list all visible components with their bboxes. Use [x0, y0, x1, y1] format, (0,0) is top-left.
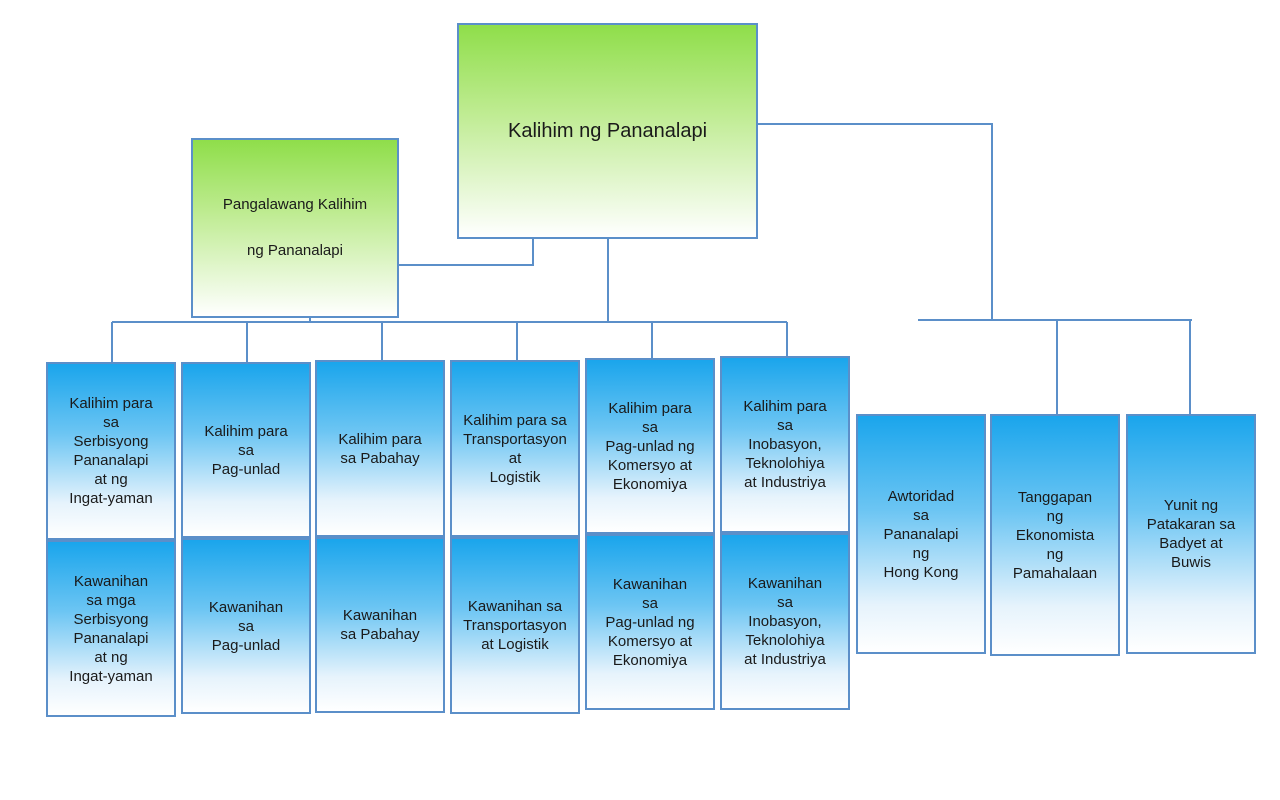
text-line: Pag-unlad ng: [605, 613, 695, 631]
text-line: sa: [238, 617, 254, 635]
text-line: at: [508, 449, 522, 467]
text-line: Ingat-yaman: [69, 490, 153, 507]
text-line: Ingat-yaman: [69, 667, 153, 685]
text-line: Inobasyon,: [748, 436, 822, 453]
text-line: Kawanihan sa: [467, 598, 563, 615]
deputy-title-line-2: ng Pananalapi: [247, 242, 343, 259]
text-line: Kalihim para: [743, 398, 827, 415]
text-line: sa: [642, 418, 658, 436]
text-line: at Industriya: [744, 651, 826, 668]
agency-budget-tax-unit-box: Yunit ng Patakaran sa Badyet at Buwis: [1126, 414, 1256, 654]
text-line: Hong Kong: [883, 563, 959, 581]
text-line: sa: [238, 441, 254, 459]
text-line: Transportasyon: [463, 430, 567, 448]
text-line: Logistik: [489, 468, 541, 486]
secretary-commerce-box: Kalihim para sa Pag-unlad ng Komersyo at…: [585, 358, 715, 534]
deputy-secretary-box: Pangalawang Kalihim ng Pananalapi: [191, 138, 399, 318]
text-line: ng: [1046, 545, 1064, 563]
text-line: Pananalapi: [73, 629, 149, 647]
text-line: Kawanihan: [73, 572, 149, 590]
bureau-development-box: Kawanihan sa Pag-unlad: [181, 538, 311, 714]
text-line: Komersyo at: [607, 632, 693, 650]
text-line: Komersyo at: [607, 456, 693, 474]
text-line: Yunit ng: [1163, 497, 1219, 514]
text-line: Pananalapi: [883, 525, 959, 543]
text-line: Transportasyon: [463, 617, 567, 634]
text-line: at Logistik: [481, 636, 549, 653]
text-line: Badyet at: [1159, 535, 1223, 552]
text-line: at Industriya: [744, 474, 826, 491]
text-line: at ng: [94, 648, 128, 666]
agency-monetary-authority-box: Awtoridad sa Pananalapi ng Hong Kong: [856, 414, 986, 654]
text-line: Kalihim para: [608, 399, 692, 417]
text-line: sa: [913, 506, 929, 524]
text-line: sa Pabahay: [340, 449, 420, 467]
bureau-financial-services-box: Kawanihan sa mga Serbisyong Pananalapi a…: [46, 540, 176, 717]
secretary-development-box: Kalihim para sa Pag-unlad: [181, 362, 311, 538]
text-line: Kawanihan: [208, 598, 284, 616]
text-line: Serbisyong: [73, 433, 149, 450]
text-line: at ng: [94, 471, 128, 488]
text-line: sa: [777, 594, 793, 611]
text-line: Kalihim para: [69, 395, 153, 412]
text-line: sa: [103, 414, 119, 431]
secretary-box: Kalihim ng Pananalapi: [457, 23, 758, 239]
secretary-financial-services-box: Kalihim para sa Serbisyong Pananalapi at…: [46, 362, 176, 540]
connector-secretary-agencies: [758, 123, 993, 320]
text-line: Teknolohiya: [745, 632, 825, 649]
text-line: Awtoridad: [887, 487, 955, 505]
bureau-housing-box: Kawanihan sa Pabahay: [315, 537, 445, 713]
agency-economist-office-box: Tanggapan ng Ekonomista ng Pamahalaan: [990, 414, 1120, 656]
text-line: Teknolohiya: [745, 455, 825, 472]
text-line: Serbisyong: [73, 610, 149, 628]
text-line: sa: [777, 417, 793, 434]
text-line: Tanggapan: [1017, 488, 1093, 506]
text-line: sa: [642, 594, 658, 612]
text-line: ng: [912, 544, 930, 562]
text-line: Pag-unlad: [211, 460, 281, 478]
text-line: Kalihim para sa: [463, 411, 567, 429]
text-line: Ekonomiya: [612, 651, 688, 669]
text-line: Pag-unlad ng: [605, 437, 695, 455]
text-line: Patakaran sa: [1146, 516, 1236, 533]
bureau-innovation-box: Kawanihan sa Inobasyon, Teknolohiya at I…: [720, 533, 850, 710]
text-line: sa mga: [86, 591, 136, 609]
text-line: Pananalapi: [73, 452, 149, 469]
text-line: ng: [1046, 507, 1064, 525]
secretary-innovation-box: Kalihim para sa Inobasyon, Teknolohiya a…: [720, 356, 850, 533]
bureau-transport-box: Kawanihan sa Transportasyon at Logistik: [450, 537, 580, 714]
text-line: Buwis: [1170, 554, 1211, 571]
text-line: Ekonomista: [1015, 526, 1095, 544]
text-line: Pamahalaan: [1012, 564, 1098, 582]
secretary-housing-box: Kalihim para sa Pabahay: [315, 360, 445, 537]
text-line: Kalihim para: [204, 422, 288, 440]
text-line: Kawanihan: [747, 575, 823, 592]
secretary-title: Kalihim ng Pananalapi: [507, 120, 708, 142]
bureau-commerce-box: Kawanihan sa Pag-unlad ng Komersyo at Ek…: [585, 534, 715, 710]
text-line: Pag-unlad: [211, 636, 281, 654]
text-line: Kawanihan: [342, 607, 418, 624]
text-line: Kawanihan: [612, 575, 688, 593]
deputy-title-line-1: Pangalawang Kalihim: [222, 196, 368, 213]
secretary-transport-box: Kalihim para sa Transportasyon at Logist…: [450, 360, 580, 537]
connector-secretary-deputy: [398, 237, 534, 266]
text-line: sa Pabahay: [340, 626, 420, 643]
text-line: Ekonomiya: [612, 475, 688, 493]
text-line: Kalihim para: [338, 430, 422, 448]
text-line: Inobasyon,: [748, 613, 822, 630]
